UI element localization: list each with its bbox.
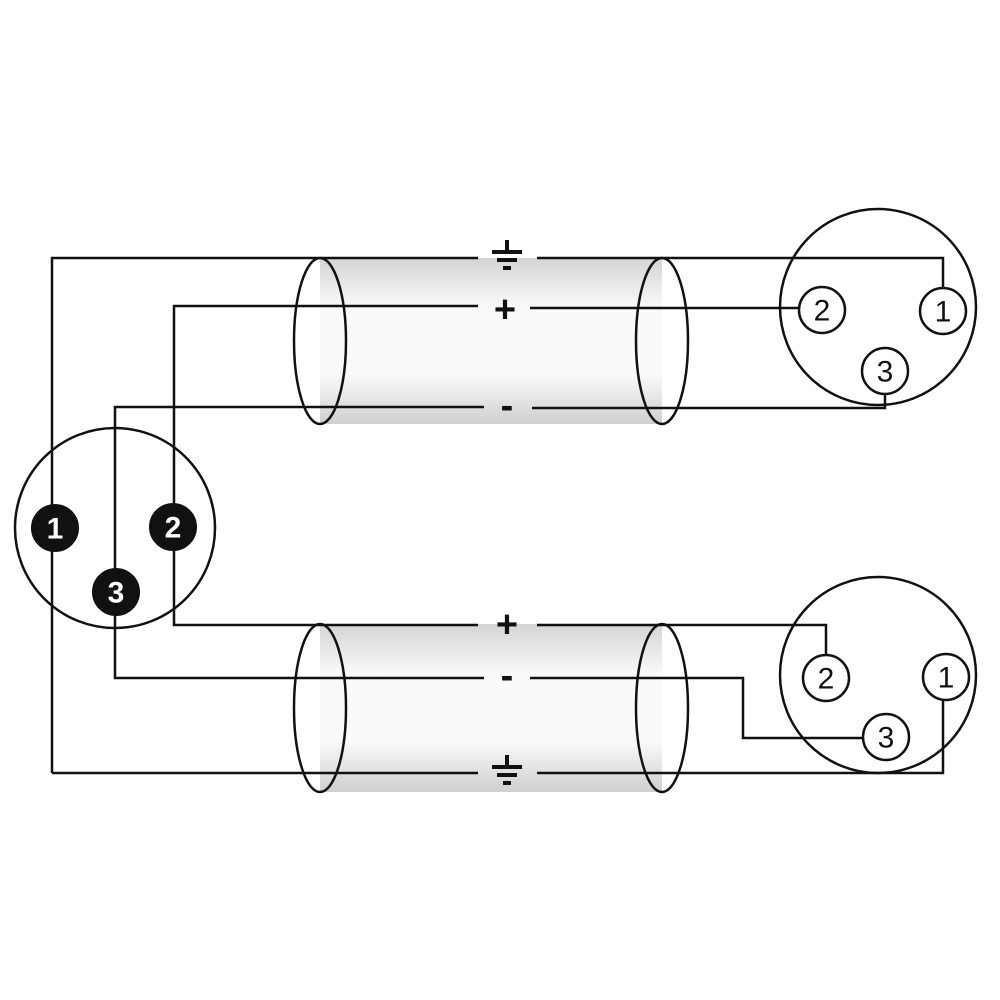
bottom-plus-wire: [172, 550, 828, 656]
left-xlr-connector: 1 2 3: [13, 426, 217, 630]
ground-icon: [492, 240, 522, 270]
pin-1-label: 1: [938, 662, 955, 695]
top-right-xlr-connector: 2 1 3: [778, 207, 978, 407]
bottom-ground-wire: [52, 700, 945, 775]
pin-2-label: 2: [818, 663, 835, 696]
bottom-right-xlr-connector: 2 1 3: [778, 575, 978, 775]
top-plus-wire: [172, 304, 800, 506]
pin-2: [149, 503, 197, 551]
pin-1-label: 1: [935, 296, 952, 329]
pin-3-label: 3: [877, 356, 894, 389]
bottom-cable: [320, 624, 662, 792]
pin-1: [918, 286, 968, 336]
top-ground-wire: [50, 256, 945, 773]
pin-3-label: 3: [878, 722, 895, 755]
pin-3: [860, 346, 910, 396]
ground-icon: [492, 755, 522, 785]
pin-2-label: 2: [165, 512, 182, 545]
pin-3: [92, 568, 140, 616]
pin-1: [921, 652, 971, 702]
top-cable-left-end: [292, 256, 348, 426]
pin-3: [861, 712, 911, 762]
top-cable: [320, 258, 662, 424]
bottom-cable-right-end: [634, 622, 690, 794]
pin-3-label: 3: [108, 577, 125, 610]
top-minus-wire: [113, 394, 887, 570]
bottom-cable-left-end: [292, 622, 348, 794]
bottom-minus-label: -: [501, 655, 514, 697]
pin-1: [31, 504, 79, 552]
pin-1-label: 1: [47, 513, 64, 546]
pin-2-label: 2: [814, 295, 831, 328]
top-minus-label: -: [501, 385, 514, 427]
pin-2: [797, 285, 847, 335]
pin-2: [801, 653, 851, 703]
top-cable-right-end: [634, 256, 690, 426]
bottom-plus-label: +: [496, 604, 518, 646]
top-plus-label: +: [494, 289, 516, 331]
